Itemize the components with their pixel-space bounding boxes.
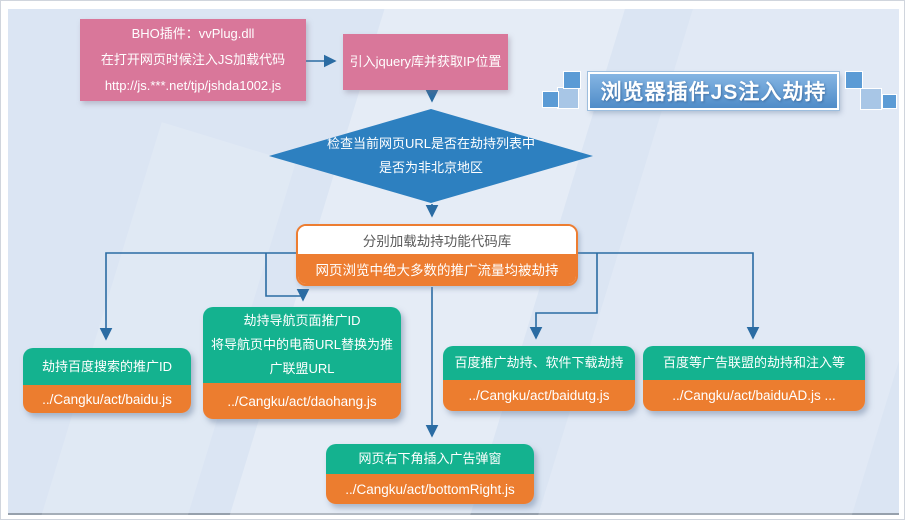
module-file-path: ../Cangku/act/bottomRight.js <box>326 474 534 504</box>
module-desc-line: 网页右下角插入广告弹窗 <box>358 451 502 466</box>
module-file-path: ../Cangku/act/daohang.js <box>203 383 401 419</box>
module-desc-line: 百度推广劫持、软件下载劫持 <box>454 355 624 370</box>
module-file-path: ../Cangku/act/baidu.js <box>23 385 191 413</box>
module-desc-line: 百度等广告联盟的劫持和注入等 <box>662 355 845 370</box>
module-baidu-ad: 百度等广告联盟的劫持和注入等 ../Cangku/act/baiduAD.js … <box>643 346 865 411</box>
module-daohang: 劫持导航页面推广ID 将导航页中的电商URL替换为推广联盟URL ../Cang… <box>203 307 401 419</box>
module-baidu-tuiguang: 百度推广劫持、软件下载劫持 ../Cangku/act/baidutg.js <box>443 346 635 411</box>
decision-line: 是否为非北京地区 <box>378 160 483 175</box>
module-desc-line: 劫持导航页面推广ID <box>243 313 361 328</box>
module-desc: 网页右下角插入广告弹窗 <box>326 444 534 474</box>
loader-title: 分别加载劫持功能代码库 <box>298 226 576 254</box>
decor-square <box>860 88 882 110</box>
decor-square <box>557 87 579 109</box>
bho-url: http://js.***.net/tjp/jshda1002.js <box>104 78 282 93</box>
module-file-path: ../Cangku/act/baiduAD.js ... <box>643 380 865 411</box>
load-hijack-library-node: 分别加载劫持功能代码库 网页浏览中绝大多数的推广流量均被劫持 <box>296 224 578 286</box>
bho-plugin-node: BHO插件：vvPlug.dll 在打开网页时候注入JS加载代码 http://… <box>80 19 306 101</box>
module-desc: 百度推广劫持、软件下载劫持 <box>443 346 635 380</box>
loader-subtitle: 网页浏览中绝大多数的推广流量均被劫持 <box>298 254 576 284</box>
module-desc: 劫持百度搜索的推广ID <box>23 348 191 385</box>
bho-line: BHO插件：vvPlug.dll <box>131 26 255 41</box>
bho-line: 在打开网页时候注入JS加载代码 <box>100 52 286 67</box>
jquery-label: 引入jquery库并获取IP位置 <box>349 54 502 69</box>
decor-square <box>845 71 863 89</box>
jquery-ip-node: 引入jquery库并获取IP位置 <box>343 34 508 90</box>
module-desc-line: 劫持百度搜索的推广ID <box>41 358 172 374</box>
module-desc: 劫持导航页面推广ID 将导航页中的电商URL替换为推广联盟URL <box>203 307 401 383</box>
module-baidu-search: 劫持百度搜索的推广ID ../Cangku/act/baidu.js <box>23 348 191 413</box>
page-title: 浏览器插件JS注入劫持 <box>587 71 840 111</box>
decision-line: 检查当前网页URL是否在劫持列表中 <box>326 136 535 151</box>
module-desc-line: 将导航页中的电商URL替换为推广联盟URL <box>211 337 394 376</box>
decor-square <box>563 71 581 89</box>
decor-square <box>542 91 559 108</box>
module-file-path: ../Cangku/act/baidutg.js <box>443 380 635 411</box>
decor-square <box>882 94 897 109</box>
module-desc: 百度等广告联盟的劫持和注入等 <box>643 346 865 380</box>
module-bottom-right-popup: 网页右下角插入广告弹窗 ../Cangku/act/bottomRight.js <box>326 444 534 504</box>
